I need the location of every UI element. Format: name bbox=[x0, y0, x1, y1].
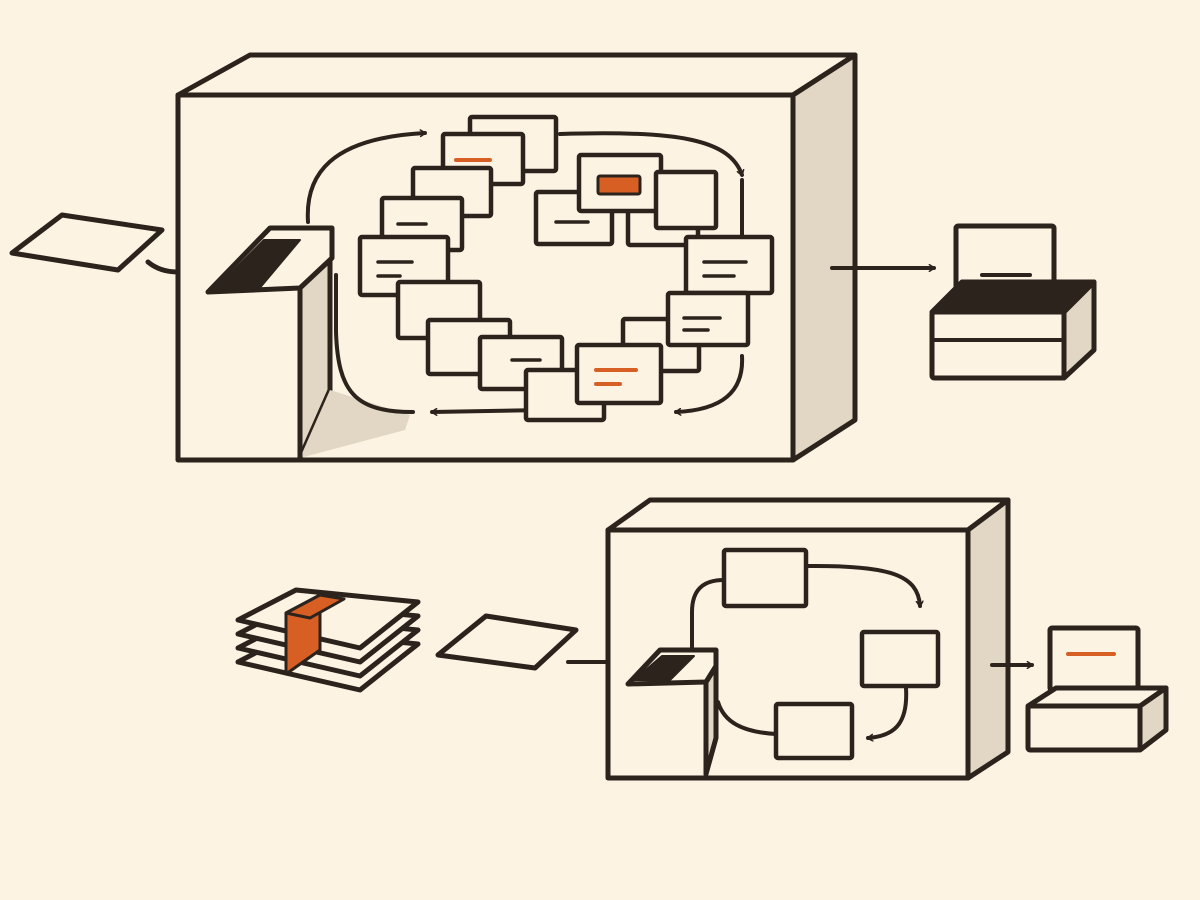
card-highlight bbox=[596, 174, 642, 196]
card bbox=[773, 701, 855, 761]
chute-wall-floor bbox=[300, 390, 410, 458]
printer-body bbox=[929, 309, 1067, 381]
printer-paper bbox=[1047, 625, 1141, 693]
card bbox=[653, 169, 719, 231]
loop-arrow-up bbox=[305, 133, 427, 224]
banded-paper-stack-icon bbox=[235, 587, 421, 693]
intake-chute bbox=[205, 225, 410, 461]
card bbox=[859, 629, 941, 689]
input-paper-sheet-icon bbox=[9, 212, 165, 273]
input-paper-sheet-icon bbox=[435, 613, 579, 671]
stack-band-top bbox=[284, 593, 346, 620]
intake-chute bbox=[625, 647, 719, 777]
loop-arrow-back bbox=[334, 273, 415, 414]
intake-paper bbox=[213, 239, 301, 291]
card bbox=[574, 342, 664, 406]
output-printer-icon bbox=[929, 223, 1097, 381]
document-cards bbox=[721, 547, 941, 761]
box-top-face bbox=[605, 497, 1011, 533]
input-connector bbox=[145, 259, 181, 275]
loop-arrow-right bbox=[558, 131, 742, 177]
workflow-loop bbox=[690, 563, 920, 738]
loop-arrow-back bbox=[716, 700, 778, 736]
printer-body bbox=[1025, 703, 1143, 753]
output-printer-icon bbox=[1025, 625, 1169, 753]
box-side-face bbox=[790, 52, 858, 463]
loop-arrow-down bbox=[674, 354, 745, 412]
box-side-face bbox=[965, 497, 1011, 781]
document-cards bbox=[357, 114, 775, 423]
loop-line-up bbox=[690, 578, 726, 650]
loop-arrow-down bbox=[866, 686, 909, 738]
loop-arrow-right bbox=[804, 563, 920, 608]
bottom-system bbox=[235, 497, 1169, 781]
card bbox=[721, 547, 809, 609]
card bbox=[683, 234, 775, 296]
box-top-face bbox=[175, 52, 858, 98]
top-system bbox=[9, 52, 1097, 463]
intake-paper bbox=[633, 655, 695, 681]
